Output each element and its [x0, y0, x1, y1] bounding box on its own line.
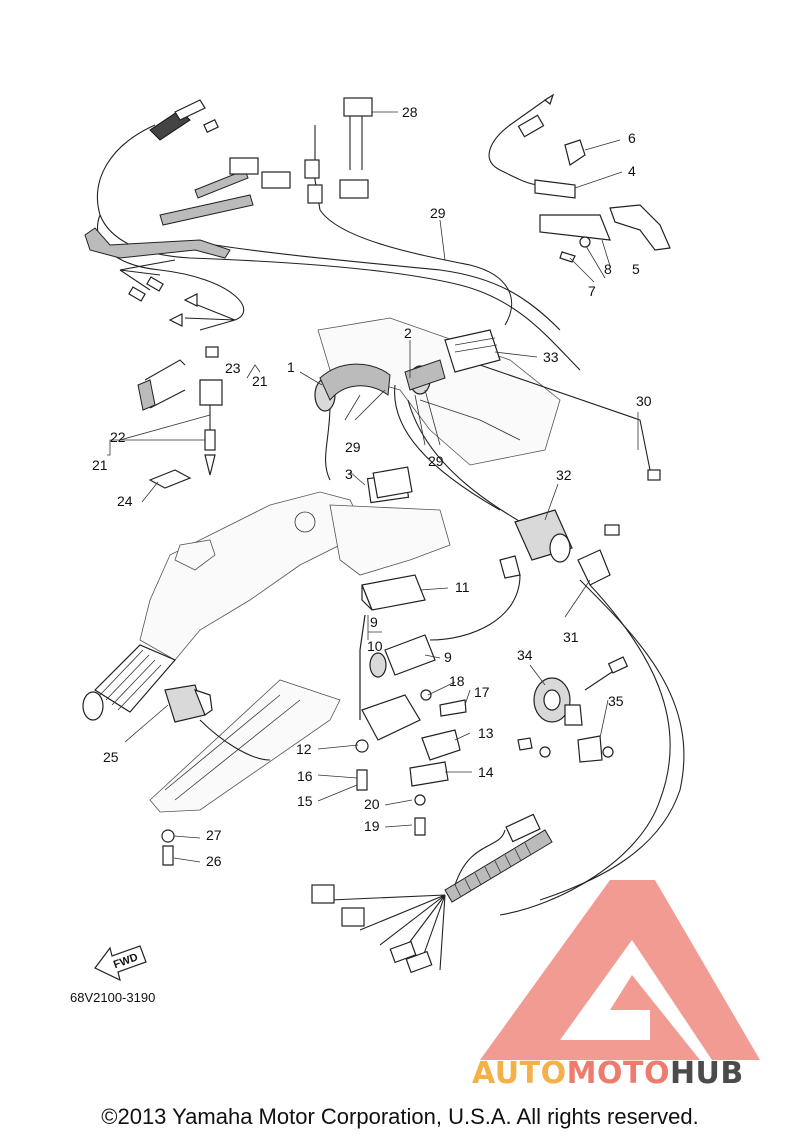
switch-parts-center — [355, 574, 467, 836]
callout-20: 20 — [364, 796, 380, 812]
right-side-parts — [372, 466, 661, 763]
callout-19: 19 — [364, 818, 380, 834]
callout-33: 33 — [543, 349, 559, 365]
callout-18: 18 — [449, 673, 465, 689]
callout-10: 10 — [367, 638, 383, 654]
callout-26: 26 — [206, 853, 222, 869]
callout-17: 17 — [474, 684, 490, 700]
harness-lines — [96, 124, 685, 916]
callout-12: 12 — [296, 741, 312, 757]
tiller-handle — [82, 472, 451, 721]
connector-assy-28 — [304, 97, 373, 211]
callout-29a: 29 — [430, 205, 446, 221]
callout-28: 28 — [402, 104, 418, 120]
callout-14: 14 — [478, 764, 494, 780]
callout-23: 23 — [225, 360, 241, 376]
watermark-auto: AUTO — [472, 1056, 567, 1091]
switch-assy-top-right — [488, 93, 671, 263]
callout-9b: 9 — [444, 649, 452, 665]
grommets-1-2 — [314, 329, 501, 412]
watermark-logo — [480, 880, 760, 1060]
callout-24: 24 — [117, 493, 133, 509]
callout-34: 34 — [517, 647, 533, 663]
callout-3: 3 — [345, 466, 353, 482]
watermark-moto: MOTO — [566, 1056, 670, 1091]
watermark-hub: HUB — [669, 1056, 744, 1091]
callout-27: 27 — [206, 827, 222, 843]
callout-29b: 29 — [345, 439, 361, 455]
copyright-notice: ©2013 Yamaha Motor Corporation, U.S.A. A… — [101, 1104, 699, 1129]
fwd-arrow: FWD — [94, 945, 147, 982]
bottom-plate — [149, 679, 341, 813]
callout-6: 6 — [628, 130, 636, 146]
callout-22: 22 — [110, 429, 126, 445]
stop-switch-assy — [137, 346, 223, 489]
callout-4: 4 — [628, 163, 636, 179]
callout-16: 16 — [297, 768, 313, 784]
wire-harness-lower — [311, 813, 553, 974]
callout-5: 5 — [632, 261, 640, 277]
document-code: 68V2100-3190 — [70, 990, 156, 1005]
callout-15: 15 — [297, 793, 313, 809]
callout-32: 32 — [556, 467, 572, 483]
callout-29c: 29 — [428, 453, 444, 469]
main-harness-coil — [84, 99, 291, 331]
callout-9a: 9 — [370, 614, 378, 630]
switch-25 — [161, 684, 213, 866]
callout-11: 11 — [455, 579, 470, 595]
callout-21b: 21 — [252, 373, 268, 389]
callout-35: 35 — [608, 693, 624, 709]
callout-labels: 28 6 4 29 8 5 7 2 33 1 23 21 30 29 22 21… — [92, 104, 652, 869]
callout-7: 7 — [588, 283, 596, 299]
callout-30: 30 — [636, 393, 652, 409]
callout-2: 2 — [404, 325, 412, 341]
callout-13: 13 — [478, 725, 494, 741]
watermark-text: AUTOMOTOHUB — [472, 1056, 744, 1091]
callout-1: 1 — [287, 359, 295, 375]
callout-25: 25 — [103, 749, 119, 765]
callout-31: 31 — [563, 629, 579, 645]
leader-lines — [107, 111, 639, 863]
callout-21a: 21 — [92, 457, 108, 473]
callout-8: 8 — [604, 261, 612, 277]
